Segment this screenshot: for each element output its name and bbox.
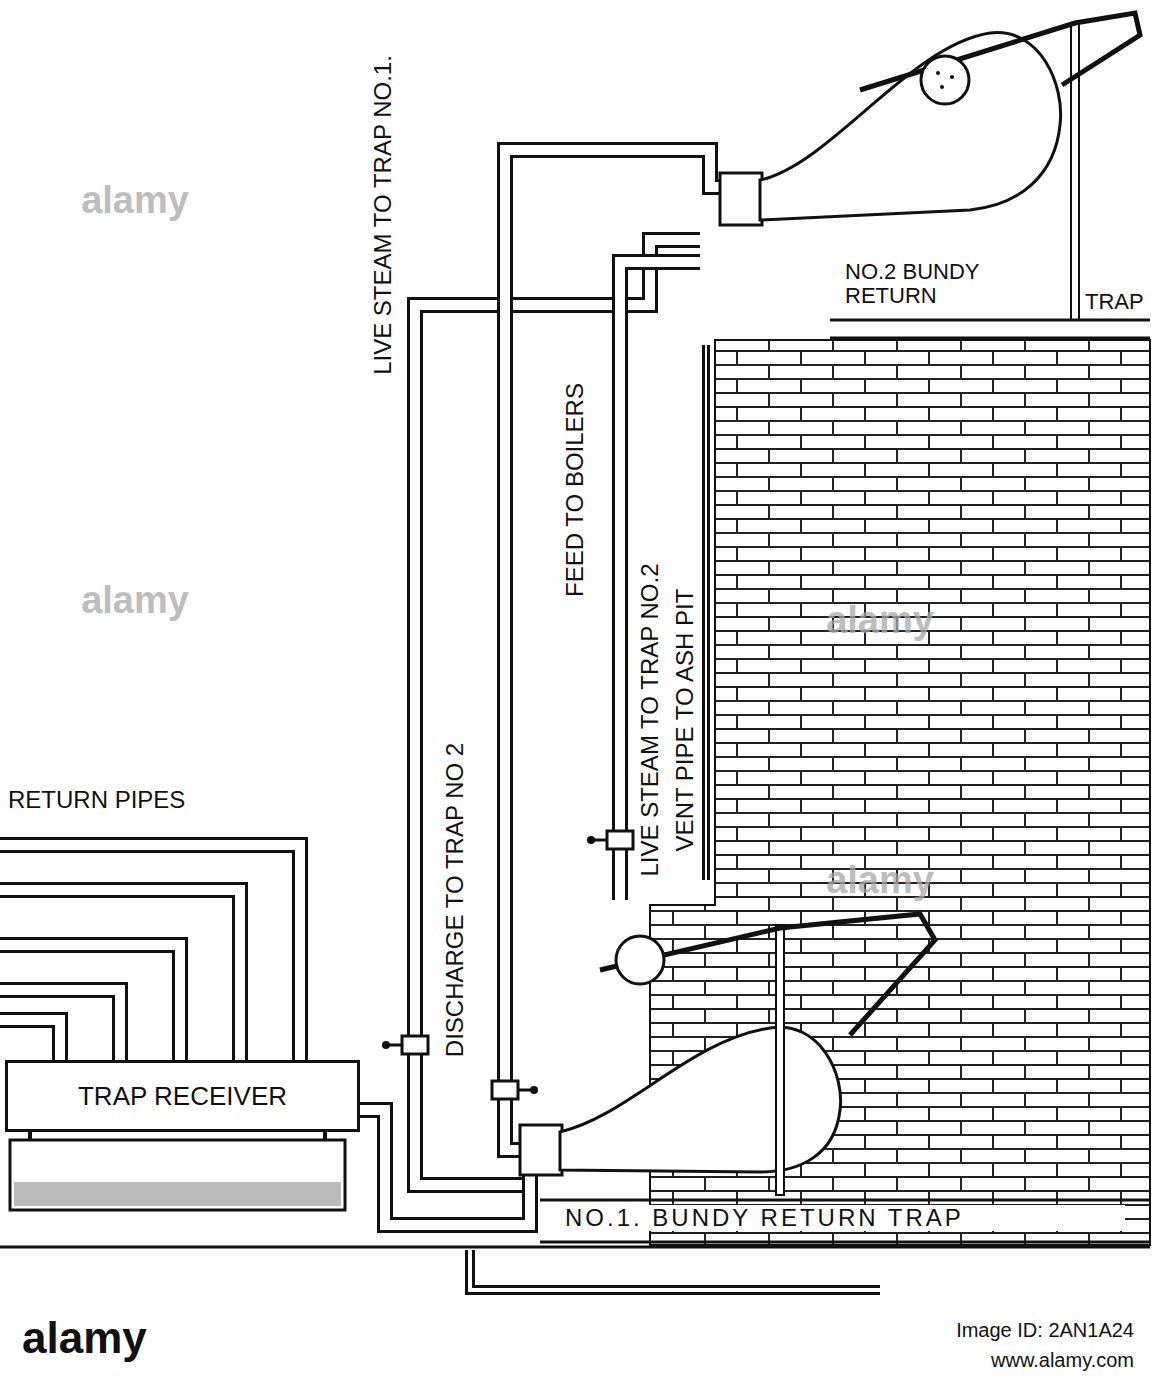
pipe [690,150,722,187]
pipe-bore [505,900,522,1150]
return-trap: NO.1. BUNDY RETURN TRAP [490,900,1150,1245]
watermark-logo: alamy [22,1316,147,1360]
watermark: alamy [81,181,189,219]
pipe [470,1250,880,1290]
pipe-connector [505,150,690,900]
pipe [490,1175,530,1225]
pipe-bore [0,845,300,1062]
pipe [0,890,240,1062]
watermark: alamy [81,581,189,619]
pipe [620,262,700,900]
pipe [702,345,710,880]
pipe-bore [490,1175,530,1225]
floor-line [0,1246,1150,1249]
pipe-label: DISCHARGE TO TRAP NO 2 [441,740,469,1060]
trap-base [540,1199,1150,1202]
pipe [0,990,120,1062]
trap-drawing [490,900,1150,1245]
piping [0,240,1150,1290]
image-id: Image ID: 2AN1A24 [956,1320,1134,1340]
trap-base [830,319,1150,322]
trap-label: NO.2 BUNDY RETURN [845,260,1020,308]
tray-water [14,1182,341,1206]
pipe [415,240,700,1185]
valve [382,1036,428,1054]
trap-bulb [560,1027,841,1172]
counterweight [616,936,664,984]
trap-bulb [760,33,1061,220]
pipe-bore [0,945,180,1062]
receiver-box: TRAP RECEIVER [5,1060,360,1132]
pipe [0,845,300,1062]
pipe-bore [505,150,690,900]
pipe-bore [0,1020,60,1062]
pipe-connector [360,1110,490,1225]
pipe-label: LIVE STEAM TO TRAP NO.2 [636,561,664,880]
pipe-label: LIVE STEAM TO TRAP NO.1. [369,52,397,378]
watermark: alamy [826,861,934,899]
trap-post [1071,23,1079,320]
counterweight [921,56,969,104]
pipe-bore [0,890,240,1062]
trap-lever [600,914,935,1035]
trap-base [830,337,1150,340]
pipe-bore [705,345,707,880]
source-url: www.alamy.com [991,1350,1134,1370]
trap-lever [860,13,1140,90]
trap-neck [520,1125,562,1175]
watermark: alamy [826,601,934,639]
pipe [0,1020,60,1062]
tray [10,1140,345,1210]
trap-label: NO.1. BUNDY RETURN TRAP [565,1205,1125,1231]
box-label: TRAP RECEIVER [78,1082,287,1111]
pipe-bore [620,262,700,900]
pipe [0,945,180,1062]
valve [587,831,633,849]
pipe-bore [470,1250,880,1290]
trap-base [540,1241,1150,1244]
return-trap: NO.2 BUNDY RETURN TRAP [690,5,1150,340]
pipe-label: FEED TO BOILERS [561,380,589,600]
pipe-bore [360,1110,490,1225]
trap-neck [720,173,762,225]
pipe-label: RETURN PIPES [8,788,185,812]
trap-label: TRAP [1085,290,1145,314]
trap-post [776,925,784,1195]
pipe-bore [690,150,722,187]
pipe [505,900,522,1150]
valve [492,1081,538,1099]
pipe-label: VENT PIPE TO ASH PIT [671,586,699,855]
pipe-bore [0,990,120,1062]
pipe-bore [415,240,700,1185]
